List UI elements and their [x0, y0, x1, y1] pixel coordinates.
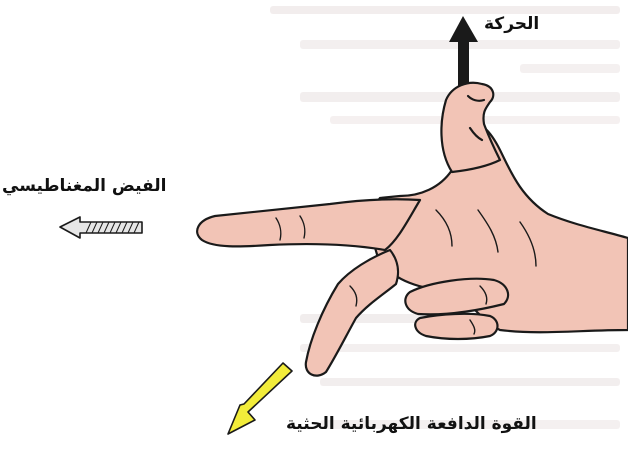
- magnetic-flux-arrow-icon: [60, 217, 142, 238]
- induced-emf-label: القوة الدافعة الكهربائية الحثية: [286, 414, 537, 434]
- hand-illustration: [197, 83, 628, 376]
- motion-arrow-icon: [449, 16, 478, 86]
- motion-label: الحركة: [484, 14, 539, 34]
- magnetic-flux-label: الفيض المغناطيسي: [2, 176, 166, 196]
- induced-emf-arrow-icon: [228, 363, 292, 434]
